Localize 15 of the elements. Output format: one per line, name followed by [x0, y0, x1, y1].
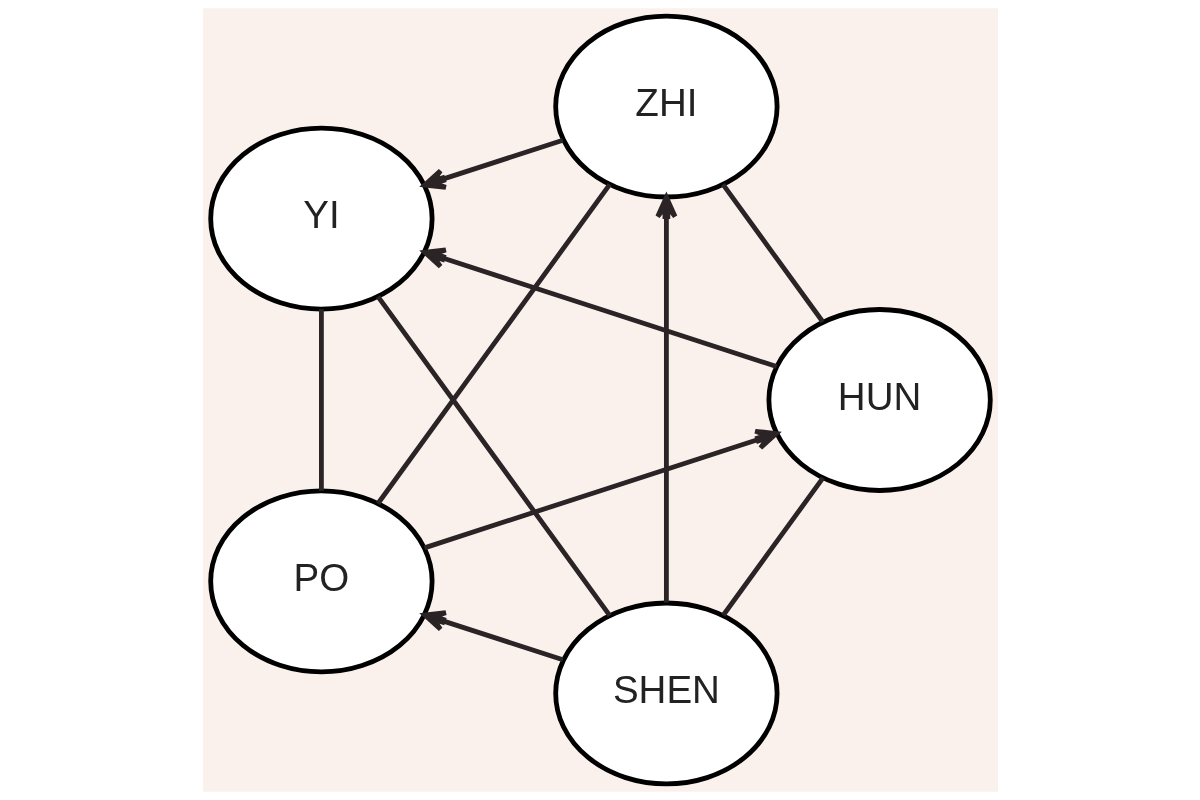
connector — [375, 295, 612, 617]
connector — [720, 183, 825, 324]
connector — [720, 476, 825, 617]
arrow — [423, 428, 779, 551]
node-ellipse: ZHI — [552, 13, 779, 200]
node-ellipse: SHEN — [552, 600, 779, 787]
connector — [375, 183, 612, 505]
node-ellipse: PO — [207, 488, 434, 675]
arrow — [654, 194, 677, 603]
arrow — [421, 137, 564, 190]
arrow — [421, 610, 564, 663]
arrow — [421, 247, 777, 369]
connector — [318, 309, 324, 491]
node-ellipse: YI — [207, 125, 434, 312]
node-ellipse: HUN — [766, 307, 993, 493]
